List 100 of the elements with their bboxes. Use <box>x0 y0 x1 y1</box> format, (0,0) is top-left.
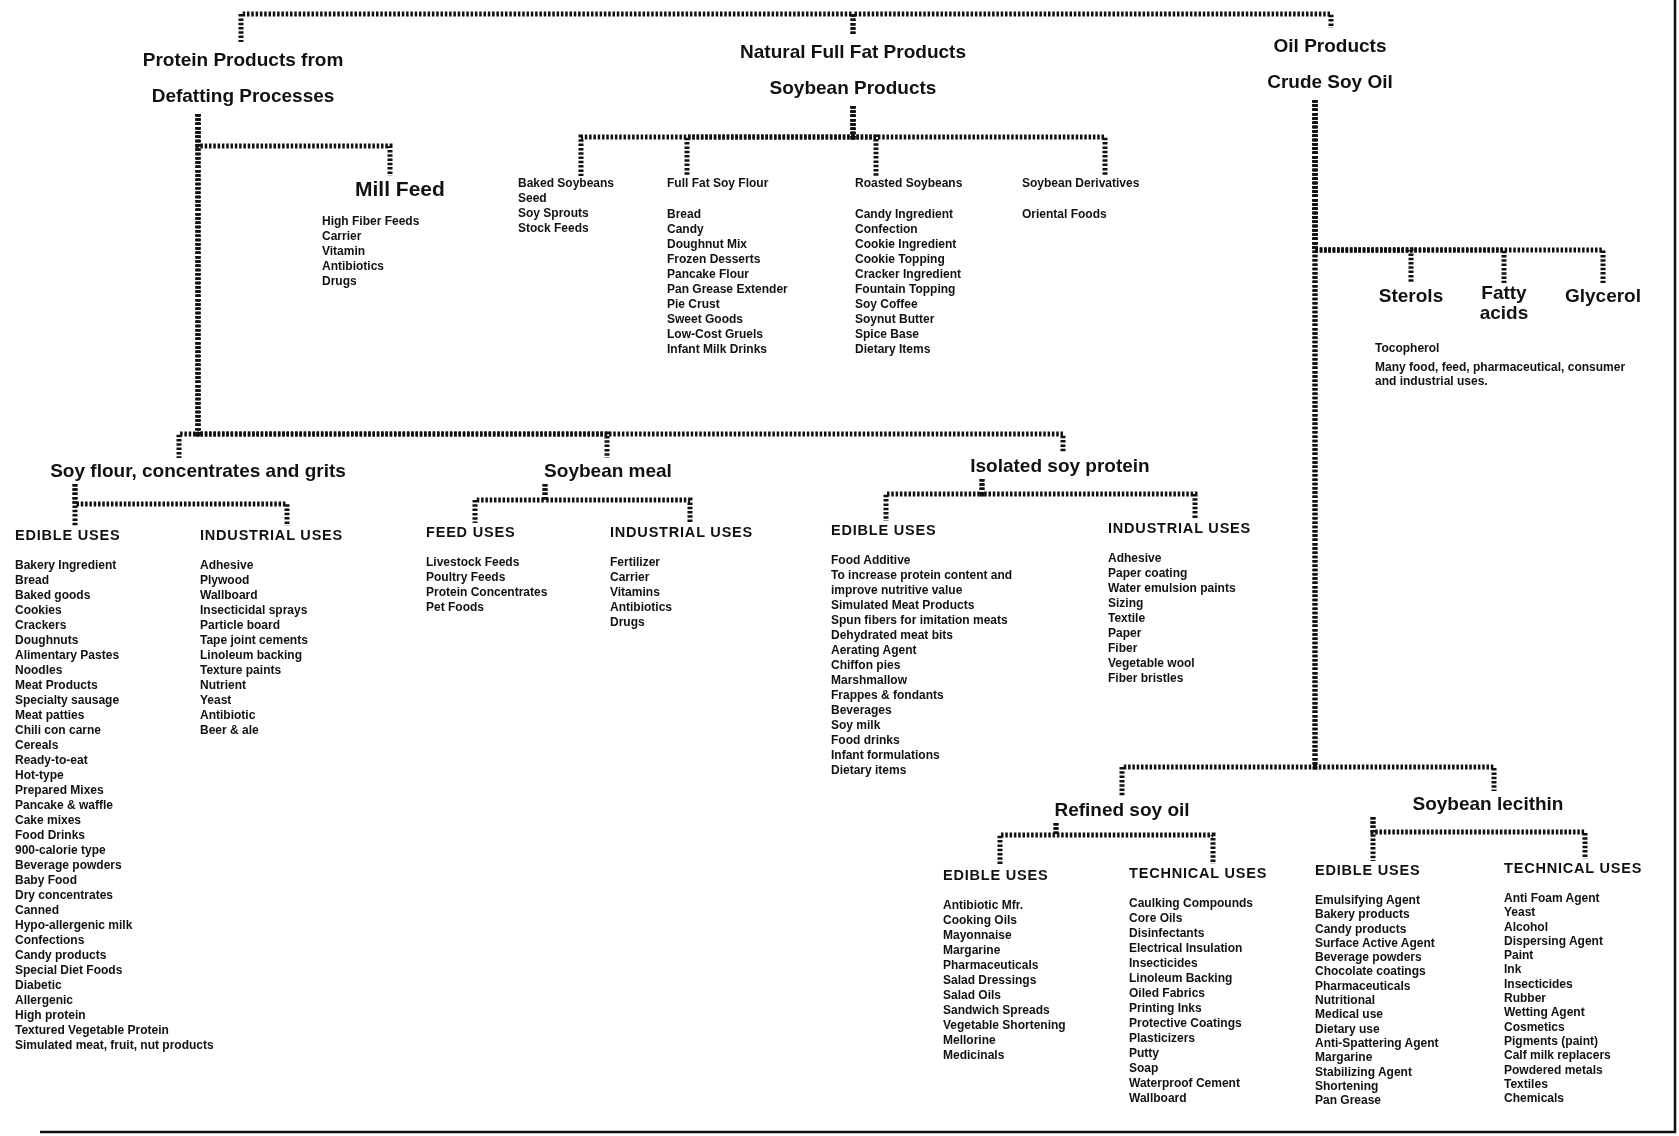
use-item: Fiber bristles <box>1108 671 1184 685</box>
use-item: Tape joint cements <box>200 633 308 647</box>
use-item: Soynut Butter <box>855 312 935 326</box>
use-item: Yeast <box>200 693 232 707</box>
product-heading: Roasted Soybeans <box>855 176 963 190</box>
use-item: Pharmaceuticals <box>1315 978 1411 993</box>
use-item: Marshmallow <box>831 673 908 687</box>
use-item: High protein <box>15 1008 86 1022</box>
use-item: Beverages <box>831 703 892 717</box>
product-heading: Soybean meal <box>544 460 672 481</box>
use-item: Margarine <box>1315 1050 1373 1065</box>
use-item: Allergenic <box>15 993 74 1007</box>
dotted-connector <box>1370 817 1588 859</box>
use-item: Frappes & fondants <box>831 688 944 702</box>
use-item: Fountain Topping <box>855 282 956 296</box>
use-item: Livestock Feeds <box>426 555 520 569</box>
use-item: Powdered metals <box>1504 1062 1603 1077</box>
use-item: Dispersing Agent <box>1504 933 1603 948</box>
use-item: Cookie Topping <box>855 252 945 266</box>
use-item: Frozen Desserts <box>667 252 761 266</box>
use-item: Pan Grease <box>1315 1093 1382 1108</box>
use-item: Beverage powders <box>15 858 122 872</box>
use-item: Infant formulations <box>831 748 940 762</box>
use-item: Dehydrated meat bits <box>831 628 954 642</box>
use-item: Paper <box>1108 626 1142 640</box>
dotted-connector <box>850 106 1108 176</box>
product-heading: Oil Products <box>1273 35 1387 56</box>
note-text: Many food, feed, pharmaceutical, consumer and industrial uses. <box>1375 360 1627 388</box>
use-item: Food Drinks <box>15 828 85 842</box>
dotted-connector <box>542 484 693 523</box>
use-item: Paper coating <box>1108 566 1188 580</box>
use-item: Candy products <box>15 948 107 962</box>
use-item: Shortening <box>1315 1078 1379 1093</box>
use-item: Sandwich Spreads <box>943 1003 1050 1017</box>
use-item: Mellorine <box>943 1033 996 1047</box>
uses-heading: TECHNICAL USES <box>1129 865 1268 881</box>
use-item: Ink <box>1504 962 1522 977</box>
use-item: Protective Coatings <box>1129 1016 1242 1030</box>
use-item: Plasticizers <box>1129 1031 1196 1045</box>
use-item: Antibiotics <box>322 259 384 273</box>
product-heading: Soy flour, concentrates and grits <box>50 460 346 481</box>
use-item: Sizing <box>1108 596 1144 610</box>
product-heading: Soybean Products <box>769 77 937 98</box>
use-item: Rubber <box>1504 991 1546 1006</box>
use-item: Antibiotics <box>610 600 672 614</box>
use-item: Cake mixes <box>15 813 82 827</box>
uses-heading: INDUSTRIAL USES <box>200 527 344 543</box>
use-item: Candy products <box>1315 921 1407 936</box>
use-item: Oiled Fabrics <box>1129 986 1206 1000</box>
use-item: Electrical Insulation <box>1129 941 1243 955</box>
product-heading: Natural Full Fat Products <box>740 41 966 62</box>
product-heading: Full Fat Soy Flour <box>667 176 769 190</box>
use-item: Wallboard <box>200 588 258 602</box>
use-item: Medical use <box>1315 1007 1384 1022</box>
use-item: Anti Foam Agent <box>1504 891 1600 905</box>
use-item: Particle board <box>200 618 281 632</box>
dotted-connector <box>979 479 1198 519</box>
use-item: Crackers <box>15 618 67 632</box>
use-item: Spice Base <box>855 327 920 341</box>
use-item: Insecticidal sprays <box>200 603 308 617</box>
use-item: Texture paints <box>200 663 282 677</box>
product-heading: Soybean lecithin <box>1412 793 1564 814</box>
use-item: Baby Food <box>15 873 77 887</box>
use-item: Beverage powders <box>1315 950 1422 965</box>
use-item: Insecticides <box>1504 976 1573 991</box>
use-item: Dietary use <box>1315 1021 1380 1036</box>
use-item: Soy milk <box>831 718 881 732</box>
use-item: Salad Dressings <box>943 973 1037 987</box>
use-item: Chemicals <box>1504 1091 1565 1106</box>
use-item: Vitamins <box>610 585 660 599</box>
use-item: Fertilizer <box>610 555 660 569</box>
use-item: Medicinals <box>943 1048 1005 1062</box>
use-item: Simulated Meat Products <box>831 598 975 612</box>
use-item: High Fiber Feeds <box>322 214 420 228</box>
use-item: Food Additive <box>831 553 911 567</box>
use-item: Vegetable Shortening <box>943 1018 1066 1032</box>
use-item: Caulking Compounds <box>1129 896 1253 910</box>
use-item: Vitamin <box>322 244 366 258</box>
use-item: Nutritional <box>1315 993 1375 1008</box>
use-item: Carrier <box>322 229 362 243</box>
use-item: Dietary items <box>831 763 907 777</box>
use-item: 900-calorie type <box>15 843 106 857</box>
use-item: Hypo-allergenic milk <box>15 918 133 932</box>
dotted-connector <box>195 114 1066 453</box>
product-heading: Crude Soy Oil <box>1267 71 1393 92</box>
product-heading: Isolated soy protein <box>970 455 1150 476</box>
use-item: Textile <box>1108 611 1146 625</box>
dotted-connector <box>850 11 1334 34</box>
product-heading: Protein Products from Defatting Processes <box>142 49 344 106</box>
use-item: Alimentary Pastes <box>15 648 120 662</box>
uses-heading: TECHNICAL USES <box>1504 860 1643 876</box>
use-item: Nutrient <box>200 678 246 692</box>
product-heading: Glycerol <box>1564 285 1641 306</box>
use-item: Waterproof Cement <box>1129 1076 1240 1090</box>
product-heading: Soybean Derivatives <box>1022 176 1140 190</box>
use-item: Pigments (paint) <box>1504 1033 1598 1048</box>
use-item: Bakery products <box>1315 907 1410 922</box>
use-item: To increase protein content and improve nutritive value <box>831 568 1013 597</box>
use-item: Specialty sausage <box>15 693 120 707</box>
use-item: Bread <box>15 573 49 587</box>
